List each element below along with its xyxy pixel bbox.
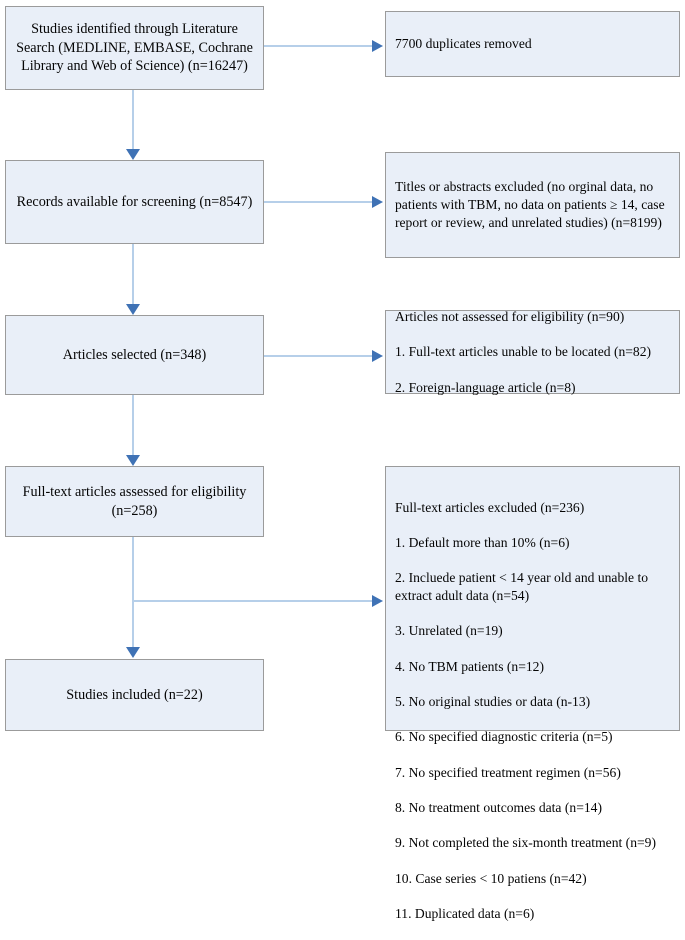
box-fulltext-articles-excluded-content: Full-text articles excluded (n=236) 1. D… xyxy=(395,481,670,940)
box-studies-identified: Studies identified through Literature Se… xyxy=(5,6,264,90)
arrow-down-icon-screening-to-selected xyxy=(126,304,140,315)
list-item: 3. Unrelated (n=19) xyxy=(395,623,503,639)
list-item: 10. Case series < 10 patiens (n=42) xyxy=(395,870,587,886)
box-records-available-for-screening-text: Records available for screening (n=8547) xyxy=(16,193,253,210)
arrow-down-icon-fulltext-to-included xyxy=(126,647,140,658)
arrow-right-icon-to-titles-excluded xyxy=(372,196,383,208)
arrow-right-icon-to-duplicates-removed xyxy=(372,40,383,52)
box-studies-identified-text: Studies identified through Literature Se… xyxy=(16,21,253,75)
arrow-right-icon-to-not-assessed xyxy=(372,350,383,362)
list-item: 1. Default more than 10% (n=6) xyxy=(395,535,570,551)
list-item: 2. Incluede patient < 14 year old and un… xyxy=(395,570,649,604)
list-item: 11. Duplicated data (n=6) xyxy=(395,906,535,922)
box-articles-not-assessed: Articles not assessed for eligibility (n… xyxy=(385,309,680,395)
connector-line-selected-to-fulltext xyxy=(132,395,134,455)
box-duplicates-removed-text: 7700 duplicates removed xyxy=(395,36,532,52)
connector-line-to-titles-excluded xyxy=(264,201,375,203)
box-records-available-for-screening: Records available for screening (n=8547) xyxy=(5,160,264,244)
list-item: 6. No specified diagnostic criteria (n=5… xyxy=(395,729,613,745)
connector-line-to-duplicates-removed xyxy=(264,45,375,47)
list-item: 2. Foreign-language article (n=8) xyxy=(395,379,576,395)
box-studies-included-text: Studies included (n=22) xyxy=(66,686,203,703)
arrow-right-icon-to-fulltext-excluded xyxy=(372,595,383,607)
box-studies-included: Studies included (n=22) xyxy=(5,659,264,731)
box-titles-abstracts-excluded-text: Titles or abstracts excluded (no orginal… xyxy=(395,179,665,230)
box-fulltext-articles-excluded-heading: Full-text articles excluded (n=236) xyxy=(395,499,585,515)
arrow-down-icon-selected-to-fulltext xyxy=(126,455,140,466)
list-item: 5. No original studies or data (n-13) xyxy=(395,694,591,710)
connector-line-to-not-assessed xyxy=(264,355,375,357)
box-articles-selected-text: Articles selected (n=348) xyxy=(62,346,207,363)
arrow-down-icon-identified-to-screening xyxy=(126,149,140,160)
box-articles-not-assessed-content: Articles not assessed for eligibility (n… xyxy=(395,290,670,414)
box-duplicates-removed: 7700 duplicates removed xyxy=(385,11,680,77)
connector-line-identified-to-screening xyxy=(132,90,134,152)
box-articles-not-assessed-heading: Articles not assessed for eligibility (n… xyxy=(395,308,625,324)
list-item: 4. No TBM patients (n=12) xyxy=(395,658,545,674)
list-item: 7. No specified treatment regimen (n=56) xyxy=(395,764,621,780)
box-articles-selected: Articles selected (n=348) xyxy=(5,315,264,395)
box-titles-abstracts-excluded: Titles or abstracts excluded (no orginal… xyxy=(385,152,680,258)
box-fulltext-assessed-for-eligibility-text: Full-text articles assessed for eligibil… xyxy=(22,484,247,519)
box-fulltext-articles-excluded: Full-text articles excluded (n=236) 1. D… xyxy=(385,466,680,921)
connector-line-to-fulltext-excluded xyxy=(132,600,375,602)
list-item: 8. No treatment outcomes data (n=14) xyxy=(395,800,602,816)
box-fulltext-assessed-for-eligibility: Full-text articles assessed for eligibil… xyxy=(5,466,264,537)
prisma-flow-diagram: Studies identified through Literature Se… xyxy=(5,6,680,921)
connector-line-screening-to-selected xyxy=(132,244,134,307)
connector-line-fulltext-to-included xyxy=(132,537,134,648)
list-item: 9. Not completed the six-month treatment… xyxy=(395,835,656,851)
list-item: 1. Full-text articles unable to be locat… xyxy=(395,344,652,360)
